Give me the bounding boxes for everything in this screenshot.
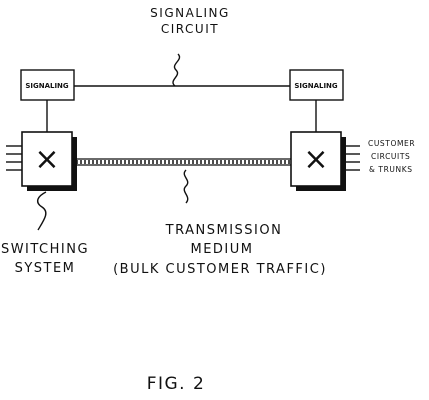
right-signaling-box-label: SIGNALING	[294, 82, 338, 90]
right-customer-lines	[346, 145, 360, 171]
customer-label-line2: CIRCUITS	[371, 152, 410, 161]
signaling-circuit-label-line1: SIGNALING	[150, 6, 230, 20]
left-switch-cross-icon: ×	[34, 142, 59, 177]
transmission-label-line1: TRANSMISSION	[165, 223, 283, 238]
customer-label-line1: CUSTOMER	[368, 139, 415, 148]
signaling-circuit-label-line2: CIRCUIT	[161, 22, 219, 36]
transmission-label-line3: (BULK CUSTOMER TRAFFIC)	[113, 262, 327, 277]
transmission-medium-pointer	[183, 169, 189, 204]
transmission-medium-cable	[72, 158, 291, 166]
left-signaling-box-label: SIGNALING	[25, 82, 69, 90]
left-customer-lines	[6, 145, 22, 171]
figure-caption: FIG. 2	[147, 374, 206, 394]
switching-label-line2: SYSTEM	[15, 261, 76, 276]
switching-system-pointer	[36, 191, 47, 231]
right-switch-cross-icon: ×	[303, 142, 328, 177]
right-signaling-box	[289, 69, 344, 101]
switching-label-line1: SWITCHING	[1, 242, 89, 257]
right-switch-box	[290, 131, 342, 187]
signaling-circuit-pointer	[172, 53, 181, 87]
customer-label-line3: & TRUNKS	[369, 165, 413, 174]
transmission-label-line2: MEDIUM	[190, 242, 253, 257]
